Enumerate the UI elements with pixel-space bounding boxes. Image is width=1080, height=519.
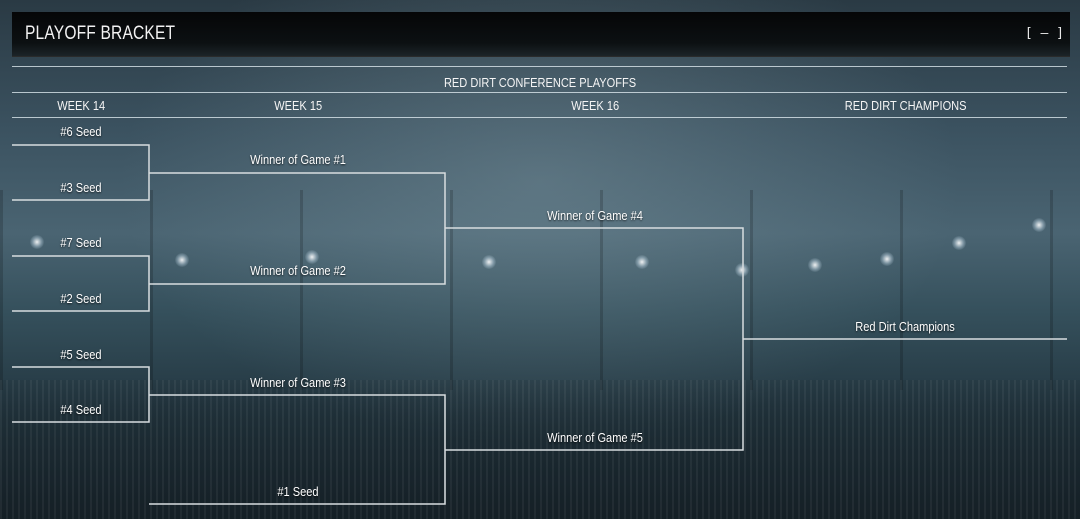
- bracket-slot-week14[interactable]: #7 Seed: [60, 235, 102, 250]
- stadium-light: [30, 235, 44, 249]
- panel-title: PLAYOFF BRACKET: [25, 23, 176, 44]
- conference-title: RED DIRT CONFERENCE PLAYOFFS: [443, 75, 637, 90]
- bracket-slot-week15[interactable]: Winner of Game #2: [250, 263, 346, 278]
- bracket-slot-champion[interactable]: Red Dirt Champions: [855, 319, 955, 334]
- collapse-button[interactable]: [ – ]: [1024, 26, 1064, 41]
- bracket-slot-week15[interactable]: #1 Seed: [277, 484, 319, 499]
- column-header-week-14: WEEK 14: [57, 98, 105, 113]
- divider: [12, 66, 1067, 67]
- stadium-light: [175, 253, 189, 267]
- stadium-light: [952, 236, 966, 250]
- bracket-connector: [445, 227, 744, 451]
- stadium-light: [808, 258, 822, 272]
- column-header-champions: RED DIRT CHAMPIONS: [844, 98, 967, 113]
- bracket-slot-week14[interactable]: #5 Seed: [60, 347, 102, 362]
- bracket-slot-week16[interactable]: Winner of Game #4: [547, 208, 643, 223]
- bracket-slot-week15[interactable]: Winner of Game #1: [250, 152, 346, 167]
- bracket-slot-week14[interactable]: #6 Seed: [60, 124, 102, 139]
- stadium-light: [305, 250, 319, 264]
- stadium-background: [0, 190, 1080, 390]
- stadium-light: [735, 263, 749, 277]
- column-header-week-15: WEEK 15: [274, 98, 322, 113]
- stadium-light: [635, 255, 649, 269]
- bracket-slot-week14[interactable]: #4 Seed: [60, 402, 102, 417]
- bracket-slot-week14[interactable]: #2 Seed: [60, 291, 102, 306]
- stadium-light: [482, 255, 496, 269]
- stadium-light: [880, 252, 894, 266]
- divider: [12, 92, 1067, 93]
- divider: [12, 117, 1067, 118]
- column-header-week-16: WEEK 16: [571, 98, 619, 113]
- bracket-slot-week16[interactable]: Winner of Game #5: [547, 430, 643, 445]
- panel-header: PLAYOFF BRACKET [ – ]: [12, 12, 1070, 57]
- stadium-light: [1032, 218, 1046, 232]
- bracket-slot-week14[interactable]: #3 Seed: [60, 180, 102, 195]
- bracket-slot-week15[interactable]: Winner of Game #3: [250, 375, 346, 390]
